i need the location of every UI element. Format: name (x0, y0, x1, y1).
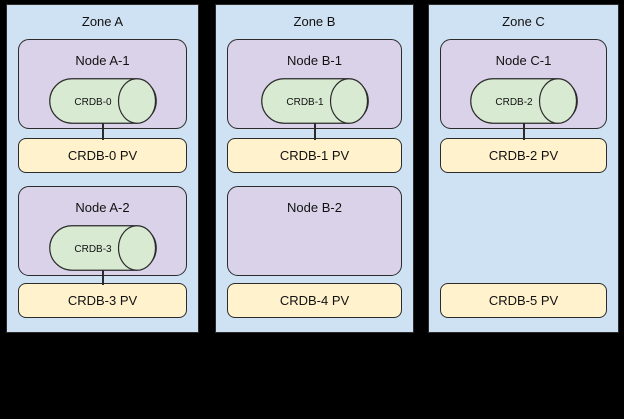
zone-a-box: Zone A Node A-1 CRDB-0 CRDB-0 PV Node A-… (6, 4, 199, 333)
zone-c-box: Zone C Node C-1 CRDB-2 CRDB-2 PV CRDB-5 … (428, 4, 619, 333)
pv-crdb-1-label: CRDB-1 PV (279, 148, 350, 163)
zone-b-label: Zone B (293, 14, 336, 29)
node-b-2-box: Node B-2 (227, 186, 402, 276)
connector-node-a-1-to-pv (101, 123, 104, 140)
zone-c-label: Zone C (502, 14, 545, 29)
pv-crdb-3-label: CRDB-3 PV (67, 293, 138, 308)
pv-crdb-0-box: CRDB-0 PV (18, 138, 187, 173)
pv-crdb-0-label: CRDB-0 PV (67, 148, 138, 163)
node-c-1-label: Node C-1 (495, 53, 552, 68)
node-b-1-label: Node B-1 (287, 53, 342, 68)
node-a-2-label: Node A-2 (75, 200, 130, 215)
node-b-2-label: Node B-2 (287, 200, 342, 215)
connector-node-c-1-to-pv (522, 123, 525, 140)
connector-node-b-1-to-pv (313, 123, 316, 140)
pod-crdb-1-cylinder-icon: CRDB-1 (260, 78, 369, 124)
pv-crdb-2-box: CRDB-2 PV (440, 138, 607, 173)
node-a-1-label: Node A-1 (75, 53, 130, 68)
zone-a-label: Zone A (81, 14, 124, 29)
pv-crdb-2-label: CRDB-2 PV (488, 148, 559, 163)
pv-crdb-3-box: CRDB-3 PV (18, 283, 187, 318)
pod-crdb-0-cylinder-icon: CRDB-0 (48, 78, 157, 124)
pv-crdb-1-box: CRDB-1 PV (227, 138, 402, 173)
pod-crdb-1-label: CRDB-1 (286, 97, 324, 108)
node-c-1-box: Node C-1 CRDB-2 (440, 39, 607, 129)
pod-crdb-2-cylinder-icon: CRDB-2 (469, 78, 578, 124)
connector-node-a-2-to-pv (101, 269, 104, 285)
pod-crdb-3-label: CRDB-3 (74, 244, 112, 255)
pv-crdb-5-label: CRDB-5 PV (488, 293, 559, 308)
node-a-2-box: Node A-2 CRDB-3 (18, 186, 187, 276)
node-a-1-box: Node A-1 CRDB-0 (18, 39, 187, 129)
zone-b-box: Zone B Node B-1 CRDB-1 CRDB-1 PV Node B-… (215, 4, 414, 333)
pv-crdb-4-label: CRDB-4 PV (279, 293, 350, 308)
pod-crdb-2-label: CRDB-2 (495, 97, 533, 108)
pv-crdb-5-box: CRDB-5 PV (440, 283, 607, 318)
pv-crdb-4-box: CRDB-4 PV (227, 283, 402, 318)
pod-crdb-0-label: CRDB-0 (74, 97, 112, 108)
node-b-1-box: Node B-1 CRDB-1 (227, 39, 402, 129)
pod-crdb-3-cylinder-icon: CRDB-3 (48, 225, 157, 271)
